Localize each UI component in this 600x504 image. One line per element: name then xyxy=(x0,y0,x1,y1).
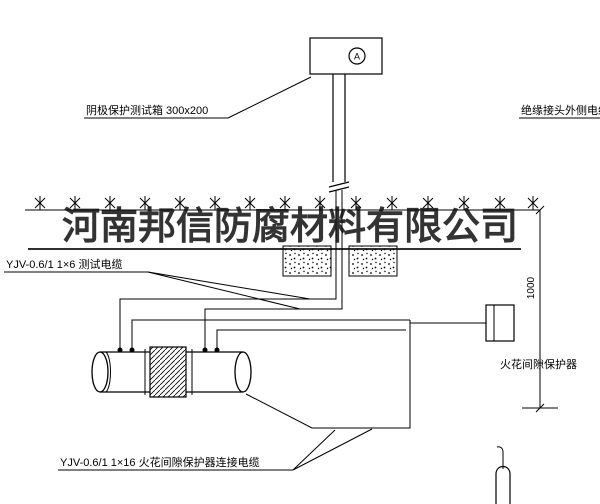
dimension-value: 1000 xyxy=(526,276,537,299)
cathodic-test-box xyxy=(309,37,383,75)
concrete-block-left xyxy=(282,245,332,277)
spark-cable-label: YJV-0.6/1 1×16 火花间隙保护器连接电缆 xyxy=(60,455,260,469)
cable-terminal-dot xyxy=(117,347,123,353)
insulating-joint xyxy=(149,346,187,398)
meter-letter: A xyxy=(354,52,360,62)
concrete-block-right xyxy=(348,245,398,277)
test-cable-label-leader xyxy=(4,271,311,310)
cable-terminal-dot xyxy=(129,347,135,353)
test-box-label: 阴极保护测试箱 300x200 xyxy=(86,103,208,117)
spark-gap-label: 火花间隙保护器 xyxy=(500,357,577,371)
conduit-break-mark xyxy=(328,186,350,193)
pipe-left-weld xyxy=(105,351,111,393)
spark-cable-run-left xyxy=(131,319,410,352)
test-box-label-leader xyxy=(84,76,312,119)
spark-cable-label-leader xyxy=(58,428,373,471)
spark-cable-run-right xyxy=(216,320,486,429)
conduit-break-mark xyxy=(328,181,350,188)
dimension-1000 xyxy=(522,205,558,413)
pipe-assembly xyxy=(91,346,252,398)
dimension-tick-top xyxy=(535,205,545,215)
test-cable-label: YJV-0.6/1 1×6 测试电缆 xyxy=(6,258,122,271)
ground-hatch-marks xyxy=(34,196,539,210)
test-cable-run-1 xyxy=(119,190,337,352)
cable-terminal-dot xyxy=(202,347,208,353)
pipe-right-cap xyxy=(234,351,252,393)
cable-terminal-dot xyxy=(214,347,220,353)
meter-symbol-icon xyxy=(348,47,366,65)
spark-gap-protector xyxy=(485,304,515,342)
riser-conduit xyxy=(328,74,350,193)
bottom-right-symbol xyxy=(495,446,511,504)
concrete-blocks xyxy=(282,245,398,277)
pipe-left-cap xyxy=(91,351,109,393)
outer-cable-label: 绝缘接头外侧电缆 xyxy=(521,103,600,117)
test-box-outline xyxy=(309,37,383,75)
